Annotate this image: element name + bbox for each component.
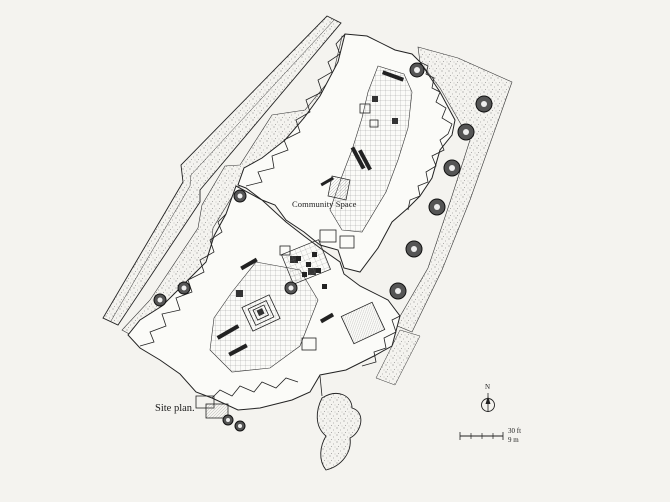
scale-bar — [459, 432, 504, 440]
west-road-strip — [102, 15, 342, 326]
site-plan-caption: Site plan. — [155, 403, 195, 414]
scale-feet-label: 30 ft — [508, 427, 522, 435]
stepped-plaza — [241, 294, 281, 332]
north-letter: N — [485, 383, 491, 391]
north-arrow — [481, 393, 495, 412]
east-trees — [284, 62, 493, 300]
community-space-label: Community Space — [292, 199, 357, 209]
scale-meters-label: 9 m — [508, 436, 519, 444]
north-wing-building — [237, 33, 456, 273]
west-trees — [153, 189, 247, 432]
south-garden — [316, 375, 362, 471]
central-plaza — [281, 239, 331, 289]
